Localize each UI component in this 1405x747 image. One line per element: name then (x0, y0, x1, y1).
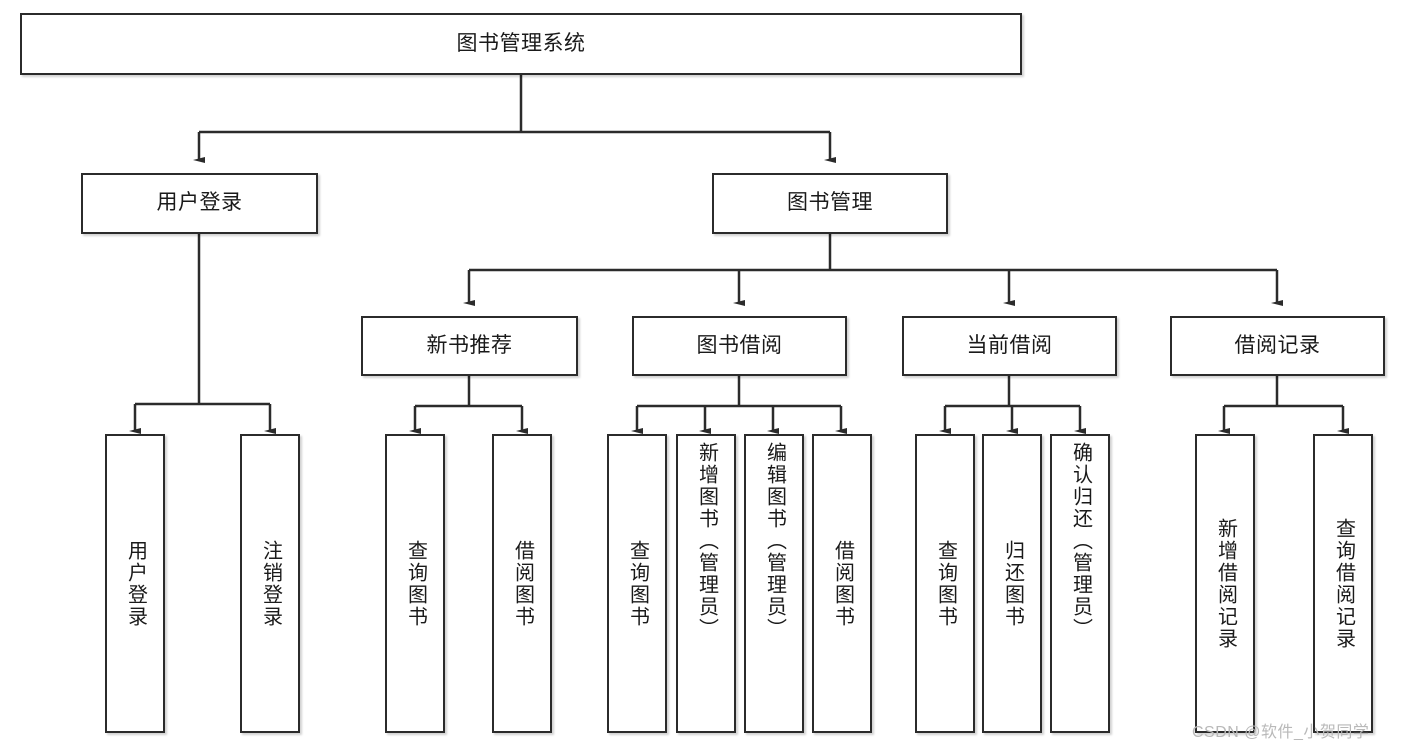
leaf-query-book-borrow[interactable]: 查询图书 (607, 434, 667, 733)
node-book-management-system[interactable]: 图书管理系统 (20, 13, 1022, 75)
leaf-user-login[interactable]: 用户登录 (105, 434, 165, 733)
node-label: 当前借阅 (966, 333, 1053, 357)
node-label: 注销登录 (259, 539, 282, 628)
leaf-borrow-book[interactable]: 借阅图书 (812, 434, 872, 733)
leaf-query-book-current[interactable]: 查询图书 (915, 434, 975, 733)
node-label: 查询借阅记录 (1332, 517, 1355, 650)
leaf-add-borrow-record[interactable]: 新增借阅记录 (1195, 434, 1255, 733)
node-label: 借阅记录 (1234, 333, 1321, 357)
leaf-borrow-book-recommend[interactable]: 借阅图书 (492, 434, 552, 733)
node-label: 图书借阅 (696, 333, 783, 357)
node-book-borrow[interactable]: 图书借阅 (632, 316, 847, 376)
node-label: 确认归还（管理员） (1069, 442, 1092, 640)
node-label: 借阅图书 (511, 539, 534, 628)
node-label: 新增借阅记录 (1214, 517, 1237, 650)
node-book-manage[interactable]: 图书管理 (712, 173, 948, 234)
node-label: 查询图书 (626, 539, 649, 628)
node-label: 新增图书（管理员） (695, 442, 718, 640)
node-label: 归还图书 (1001, 539, 1024, 628)
leaf-query-borrow-record[interactable]: 查询借阅记录 (1313, 434, 1373, 733)
leaf-query-book-recommend[interactable]: 查询图书 (385, 434, 445, 733)
node-label: 新书推荐 (426, 333, 513, 357)
leaf-confirm-return[interactable]: 确认归还（管理员） (1050, 434, 1110, 733)
node-label: 查询图书 (934, 539, 957, 628)
node-label: 图书管理 (787, 191, 873, 215)
leaf-edit-book[interactable]: 编辑图书（管理员） (744, 434, 804, 733)
leaf-return-book[interactable]: 归还图书 (982, 434, 1042, 733)
node-label: 图书管理系统 (456, 31, 586, 55)
leaf-logout-login[interactable]: 注销登录 (240, 434, 300, 733)
node-label: 编辑图书（管理员） (763, 442, 786, 640)
node-user-login[interactable]: 用户登录 (81, 173, 318, 234)
node-label: 借阅图书 (831, 539, 854, 628)
node-new-book-recommend[interactable]: 新书推荐 (361, 316, 578, 376)
node-current-borrow[interactable]: 当前借阅 (902, 316, 1117, 376)
node-label: 用户登录 (156, 191, 243, 215)
csdn-watermark: CSDN @软件_小贺同学 (1192, 724, 1370, 741)
node-borrow-record[interactable]: 借阅记录 (1170, 316, 1385, 376)
node-label: 查询图书 (404, 539, 427, 628)
node-label: 用户登录 (124, 539, 147, 628)
leaf-add-book[interactable]: 新增图书（管理员） (676, 434, 736, 733)
